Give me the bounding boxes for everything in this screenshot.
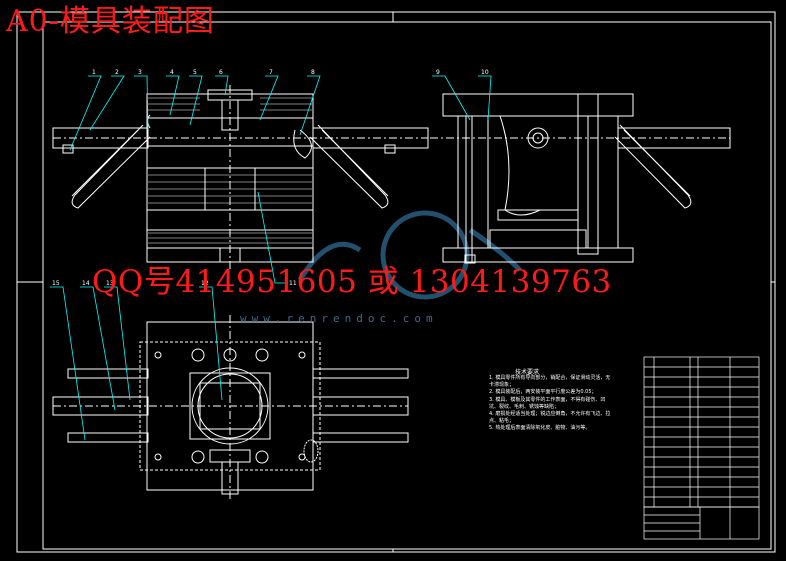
callout-7: 7 xyxy=(269,69,273,76)
tech-requirements-title: 技术要求 xyxy=(515,369,540,376)
contact-overlay: QQ号414951605 或 1304139763 xyxy=(92,264,612,300)
callout-8: 8 xyxy=(311,69,315,76)
tech-note: 5. 热处理后表面清除氧化皮、脏物、油污等。 xyxy=(489,425,591,432)
callout-9: 9 xyxy=(436,69,440,76)
callout-5: 5 xyxy=(193,69,197,76)
callout-4: 4 xyxy=(170,69,174,76)
callout-1: 1 xyxy=(92,69,96,76)
tech-requirements-list: 1. 模具零件所有导向部分，销配合，保证滑动灵活，无卡滞现象； 2. 模具装配后… xyxy=(489,375,614,433)
callout-12: 12 xyxy=(201,280,209,287)
watermark-url: www.renrendoc.com xyxy=(240,312,438,325)
callout-6: 6 xyxy=(219,69,223,76)
callout-2: 2 xyxy=(115,69,119,76)
callout-3: 3 xyxy=(138,69,142,76)
top-view xyxy=(52,315,409,500)
parts-list xyxy=(643,356,760,540)
callout-15: 15 xyxy=(52,280,60,287)
callout-11: 11 xyxy=(289,280,297,287)
tech-note: 3. 模具、模板及其零件的工作表面，不得有碰伤、凹坑、裂纹、毛刺、锈蚀等缺陷； xyxy=(489,396,606,410)
front-view xyxy=(52,85,429,270)
callout-13: 13 xyxy=(106,280,114,287)
tech-note: 4. 磨损处经适当处理；锐边应倒角，不允许有飞边、拉点、粘毛； xyxy=(489,411,611,425)
tech-note: 1. 模具零件所有导向部分，销配合，保证滑动灵活，无卡滞现象； xyxy=(489,375,611,389)
callout-14: 14 xyxy=(82,280,90,287)
sheet-frame xyxy=(16,11,776,553)
tech-note: 2. 模具装配后，两安装平面平行度公差为0.05； xyxy=(489,389,597,396)
callout-10: 10 xyxy=(481,69,489,76)
callout-leaders xyxy=(50,75,492,441)
side-view xyxy=(430,93,731,264)
drawing-title: A0-模具装配图 xyxy=(6,4,215,39)
